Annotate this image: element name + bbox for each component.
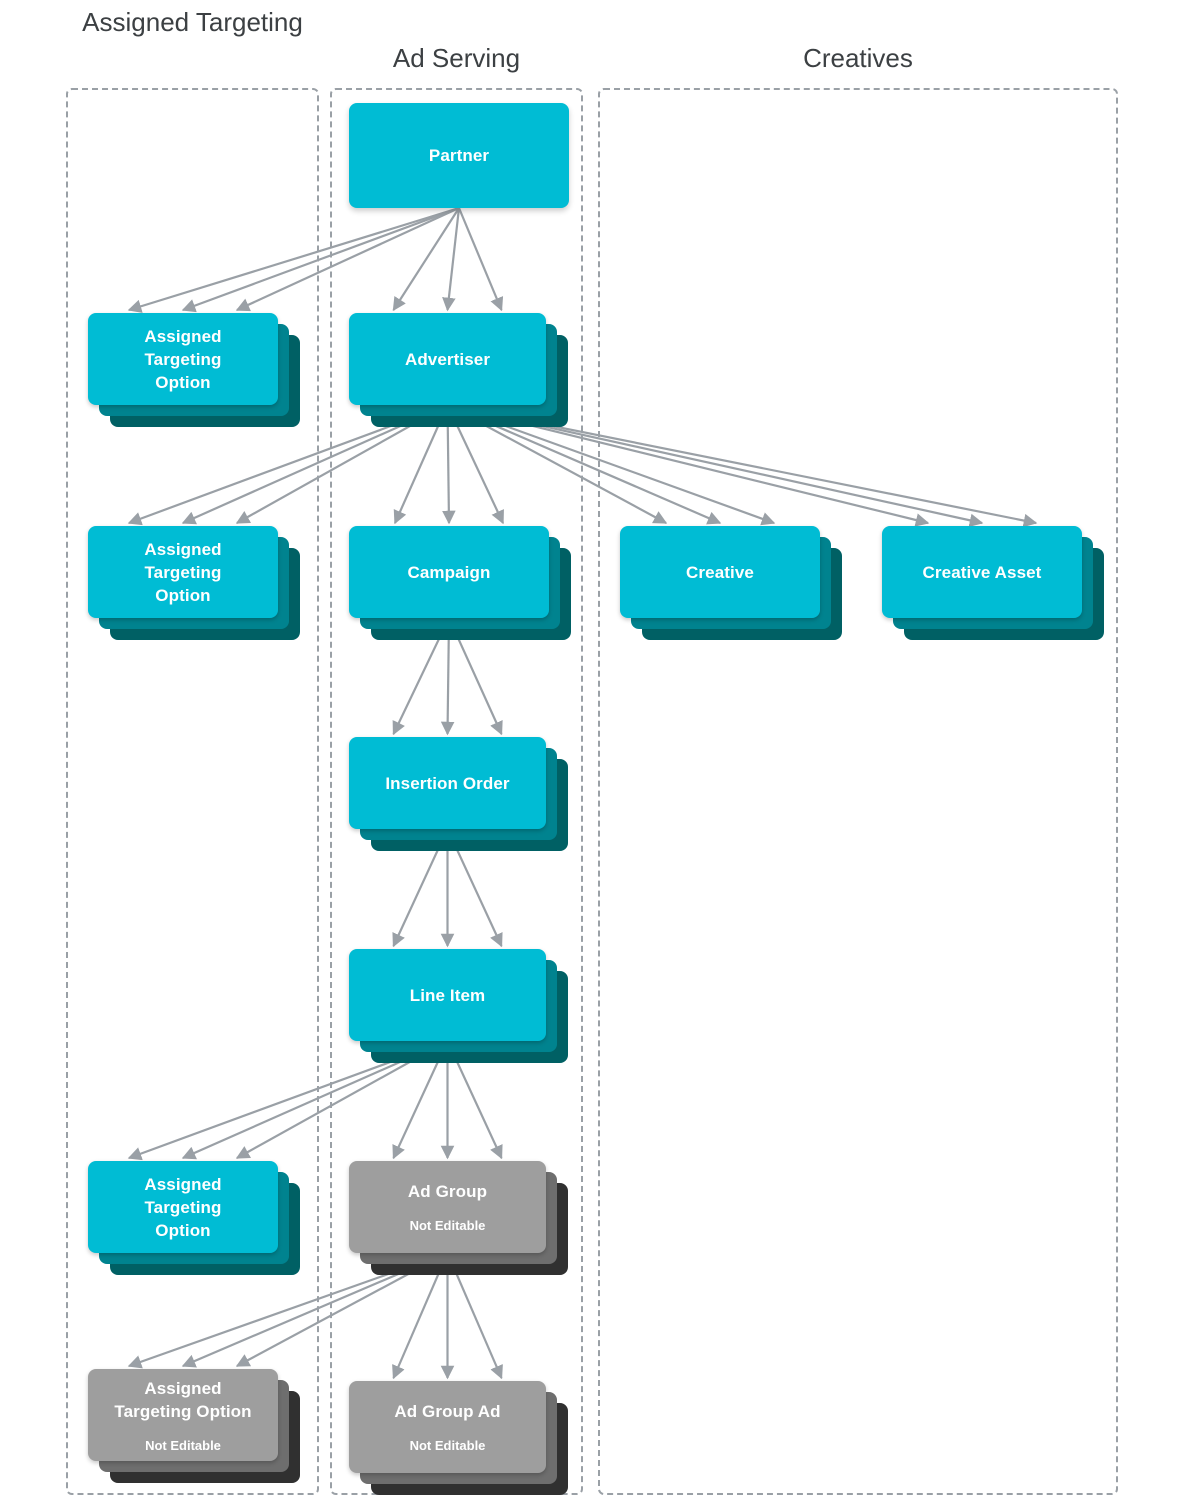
node-title: Assigned Targeting Option xyxy=(144,1174,222,1240)
node-assigned-targeting-option-partner[interactable]: Assigned Targeting Option xyxy=(88,313,300,427)
node-card[interactable]: Line Item xyxy=(349,949,546,1041)
node-title: Partner xyxy=(428,146,490,165)
node-card[interactable]: Advertiser xyxy=(349,313,546,405)
node-title: Assigned Targeting Option xyxy=(144,326,222,392)
node-insertion-order[interactable]: Insertion Order xyxy=(349,737,568,851)
column-region-creatives xyxy=(598,88,1118,1495)
node-title: Assigned Targeting Option xyxy=(144,539,222,605)
column-header-ad-serving: Ad Serving xyxy=(330,42,583,74)
node-campaign[interactable]: Campaign xyxy=(349,526,571,640)
node-title: Ad Group Ad xyxy=(394,1402,501,1421)
node-title: Advertiser xyxy=(404,349,491,369)
column-header-label: Ad Serving xyxy=(392,43,521,73)
node-card[interactable]: Assigned Targeting Option xyxy=(88,526,278,618)
node-card[interactable]: Assigned Targeting Option xyxy=(88,1161,278,1253)
column-header-creatives: Creatives xyxy=(598,42,1118,74)
node-badge-not-editable: Not Editable xyxy=(145,1437,221,1453)
node-assigned-targeting-option-ad-group[interactable]: Assigned Targeting Option Not Editable xyxy=(88,1369,300,1483)
node-card[interactable]: Assigned Targeting Option xyxy=(88,313,278,405)
column-region-assigned-targeting xyxy=(66,88,319,1495)
node-card[interactable]: Creative Asset xyxy=(882,526,1082,618)
node-assigned-targeting-option-advertiser[interactable]: Assigned Targeting Option xyxy=(88,526,300,640)
node-badge-not-editable: Not Editable xyxy=(409,1218,486,1233)
node-partner[interactable]: Partner xyxy=(349,103,569,208)
column-header-assigned-targeting: Assigned Targeting xyxy=(66,6,319,38)
node-creative[interactable]: Creative xyxy=(620,526,842,640)
node-card[interactable]: Creative xyxy=(620,526,820,618)
node-card[interactable]: Partner xyxy=(349,103,569,208)
node-title: Ad Group xyxy=(407,1182,488,1201)
node-card[interactable]: Ad Group Ad Not Editable xyxy=(349,1381,546,1473)
node-ad-group-ad[interactable]: Ad Group Ad Not Editable xyxy=(349,1381,568,1495)
node-title: Creative Asset xyxy=(922,562,1042,582)
node-title: Creative xyxy=(686,562,754,582)
node-assigned-targeting-option-line-item[interactable]: Assigned Targeting Option xyxy=(88,1161,300,1275)
node-ad-group[interactable]: Ad Group Not Editable xyxy=(349,1161,568,1275)
node-advertiser[interactable]: Advertiser xyxy=(349,313,568,427)
node-title: Line Item xyxy=(409,985,486,1005)
node-creative-asset[interactable]: Creative Asset xyxy=(882,526,1104,640)
node-badge-not-editable: Not Editable xyxy=(409,1438,486,1453)
node-title: Insertion Order xyxy=(385,773,510,793)
node-card[interactable]: Insertion Order xyxy=(349,737,546,829)
node-card[interactable]: Campaign xyxy=(349,526,549,618)
node-line-item[interactable]: Line Item xyxy=(349,949,568,1063)
node-card[interactable]: Ad Group Not Editable xyxy=(349,1161,546,1253)
column-header-label: Assigned Targeting xyxy=(82,7,303,37)
column-header-label: Creatives xyxy=(803,43,913,73)
node-title: Assigned Targeting Option xyxy=(114,1378,252,1421)
node-card[interactable]: Assigned Targeting Option Not Editable xyxy=(88,1369,278,1461)
node-title: Campaign xyxy=(407,562,491,582)
